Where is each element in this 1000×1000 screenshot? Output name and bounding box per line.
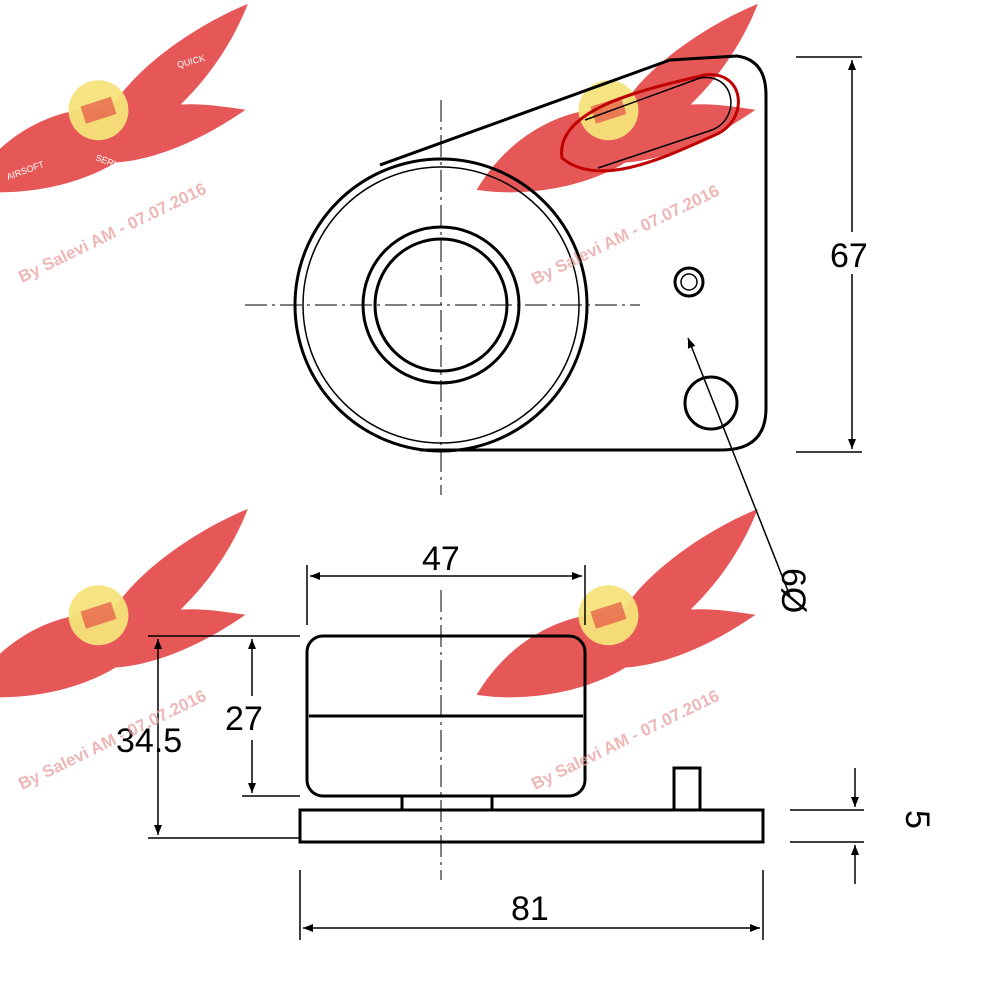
watermark-signature-2: By Salevi AM - 07.07.2016 xyxy=(528,181,722,289)
locating-pin xyxy=(672,766,702,812)
dimension-81-label: 81 xyxy=(511,890,549,928)
bracket-outline xyxy=(379,54,768,452)
dimension-27-label: 27 xyxy=(225,700,263,738)
pin-nut-inner xyxy=(680,273,698,291)
dimension-34-5-label: 34.5 xyxy=(116,722,182,760)
watermark-logo-top-left xyxy=(0,3,284,214)
watermark-signature-1: By Salevi AM - 07.07.2016 xyxy=(15,179,209,287)
mounting-hole xyxy=(683,375,739,431)
top-view: 67 6Ø xyxy=(245,54,878,613)
adjust-slot xyxy=(584,76,732,169)
watermark-logo-top-right xyxy=(448,3,794,214)
dimension-47-label: 47 xyxy=(422,540,460,578)
side-view: 47 34.5 27 5 81 xyxy=(116,540,936,940)
watermark-logo-bottom-right xyxy=(448,508,794,719)
base-plate xyxy=(298,808,765,844)
watermark-signature-4: By Salevi AM - 07.07.2016 xyxy=(528,686,722,794)
dimension-67-label: 67 xyxy=(830,237,868,275)
watermark-logo-bottom-left xyxy=(0,508,284,719)
dimension-5-label: 5 xyxy=(898,810,936,829)
pin-nut-outer xyxy=(673,266,705,298)
roller-hub xyxy=(400,794,494,812)
leader-line-hole xyxy=(687,337,791,597)
dimension-hole-label: 6Ø xyxy=(774,568,812,613)
slot-highlight xyxy=(560,73,740,173)
